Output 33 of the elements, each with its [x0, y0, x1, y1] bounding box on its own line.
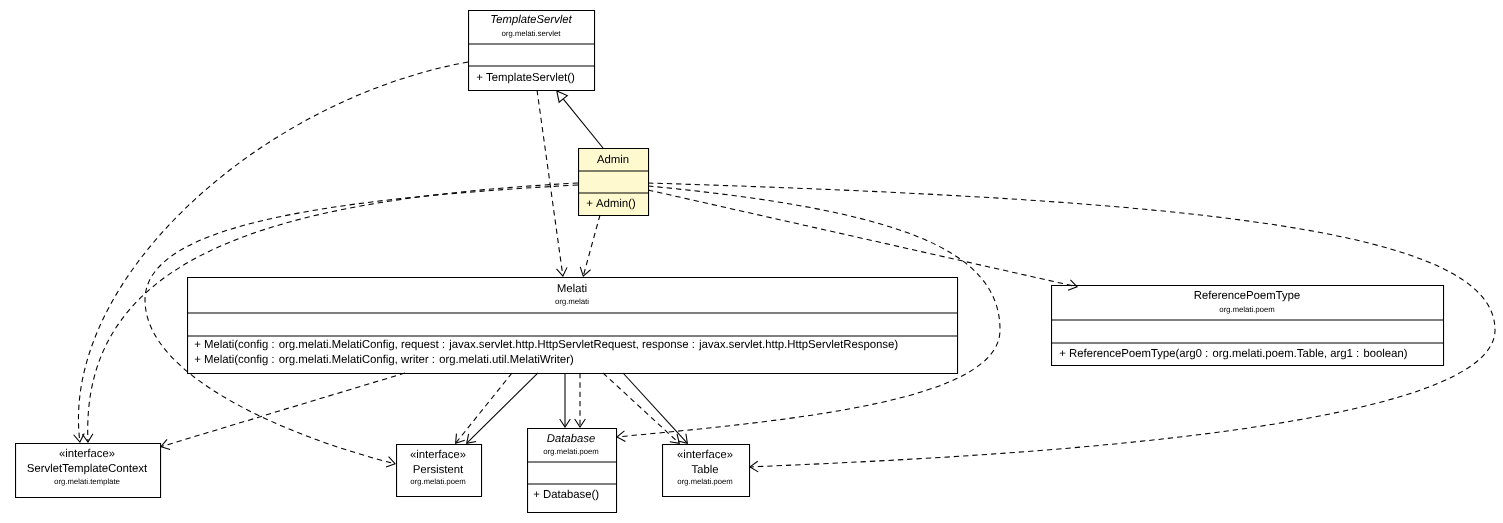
- dependency-arrow: [647, 189, 1078, 291]
- dependency-arrow: [160, 372, 406, 451]
- method-signature: + Melati(config : org.melati.MelatiConfig, writer : org.melati.util.MelatiWriter): [194, 354, 573, 366]
- dependency-arrow: [144, 184, 579, 468]
- method-signature: + ReferencePoemType(arg0 : org.melati.poem.Table, arg1 : boolean): [1059, 348, 1407, 360]
- class-name: Melati: [557, 283, 587, 293]
- dependency-arrow: [73, 61, 469, 443]
- dependency-arrow: [536, 89, 568, 277]
- method-signature: + TemplateServlet(): [476, 72, 575, 84]
- stereotype: «interface»: [59, 448, 115, 458]
- dependency-arrow: [602, 372, 680, 444]
- dependency-arrow: [647, 182, 1496, 473]
- class-name: Database: [547, 433, 595, 443]
- class-name: TemplateServlet: [491, 14, 573, 26]
- dependency-arrow: [455, 372, 513, 444]
- dependency-arrow: [622, 372, 688, 444]
- method-signature: + Database(): [533, 489, 599, 501]
- method-signature: + Admin(): [586, 198, 635, 210]
- dependency-arrow: [574, 372, 586, 428]
- class-name: Table: [691, 464, 719, 474]
- dependency-arrow: [559, 372, 571, 428]
- dependency-arrow: [466, 372, 539, 444]
- stereotype: «interface»: [410, 449, 466, 459]
- dependency-arrow: [579, 214, 601, 277]
- dependency-arrow: [616, 185, 1001, 442]
- class-name: ReferencePoemType: [1194, 290, 1300, 302]
- method-signature: + Melati(config : org.melati.MelatiConfig, request : javax.servlet.http.HttpServletRequest, response : javax.servlet.http.HttpServletResponse): [194, 339, 898, 351]
- dependency-arrow: [81, 182, 579, 443]
- inheritance-arrow: [556, 90, 604, 149]
- class-name: ServletTemplateContext: [27, 463, 148, 475]
- stereotype: «interface»: [677, 449, 733, 459]
- class-name: Admin: [596, 154, 629, 164]
- class-name: Persistent: [413, 464, 464, 474]
